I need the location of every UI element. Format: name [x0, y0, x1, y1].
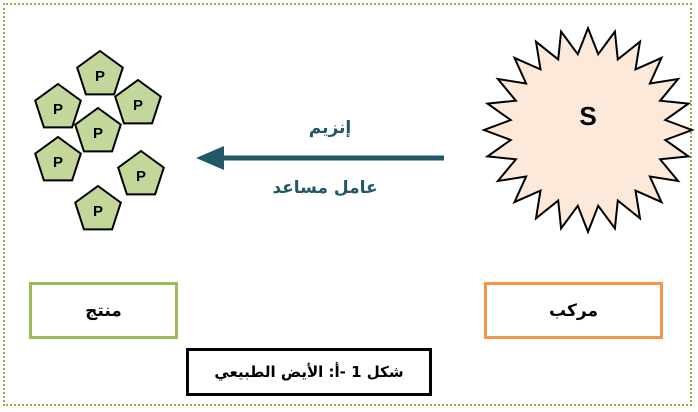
starburst-shape — [481, 25, 695, 235]
pentagon-shape — [34, 135, 82, 182]
product-unit: P — [74, 106, 122, 153]
substrate-label-box: مركب — [484, 282, 663, 339]
figure-caption: شكل 1 -أ: الأيض الطبيعي — [214, 363, 404, 381]
substrate-label: مركب — [549, 300, 598, 321]
product-unit-symbol: P — [136, 168, 146, 185]
pentagon-shape — [114, 78, 162, 125]
product-unit-symbol: P — [133, 97, 143, 114]
pentagon-shape — [74, 184, 122, 231]
product-unit: P — [114, 78, 162, 125]
pentagon-shape — [34, 82, 82, 129]
figure-frame — [3, 3, 692, 406]
pentagon-shape — [117, 149, 165, 196]
product-unit-symbol: P — [93, 203, 103, 220]
pentagon-shape — [76, 49, 124, 96]
product-unit: P — [76, 49, 124, 96]
substrate-symbol: S — [579, 101, 596, 131]
product-label-box: منتج — [29, 282, 178, 339]
product-unit: P — [74, 184, 122, 231]
product-unit-symbol: P — [53, 101, 63, 118]
product-unit-symbol: P — [93, 125, 103, 142]
cofactor-label: عامل مساعد — [272, 178, 378, 198]
product-unit: P — [117, 149, 165, 196]
product-label: منتج — [85, 300, 122, 321]
product-unit-symbol: P — [95, 68, 105, 85]
product-unit: P — [34, 82, 82, 129]
figure-caption-box: شكل 1 -أ: الأيض الطبيعي — [186, 348, 432, 396]
reaction-arrow — [196, 146, 444, 170]
enzyme-label: إنزيم — [308, 118, 352, 138]
substrate-starburst — [481, 25, 695, 235]
product-cluster: P P P P P P P — [34, 49, 165, 231]
product-unit: P — [34, 135, 82, 182]
product-unit-symbol: P — [53, 154, 63, 171]
pentagon-shape — [74, 106, 122, 153]
